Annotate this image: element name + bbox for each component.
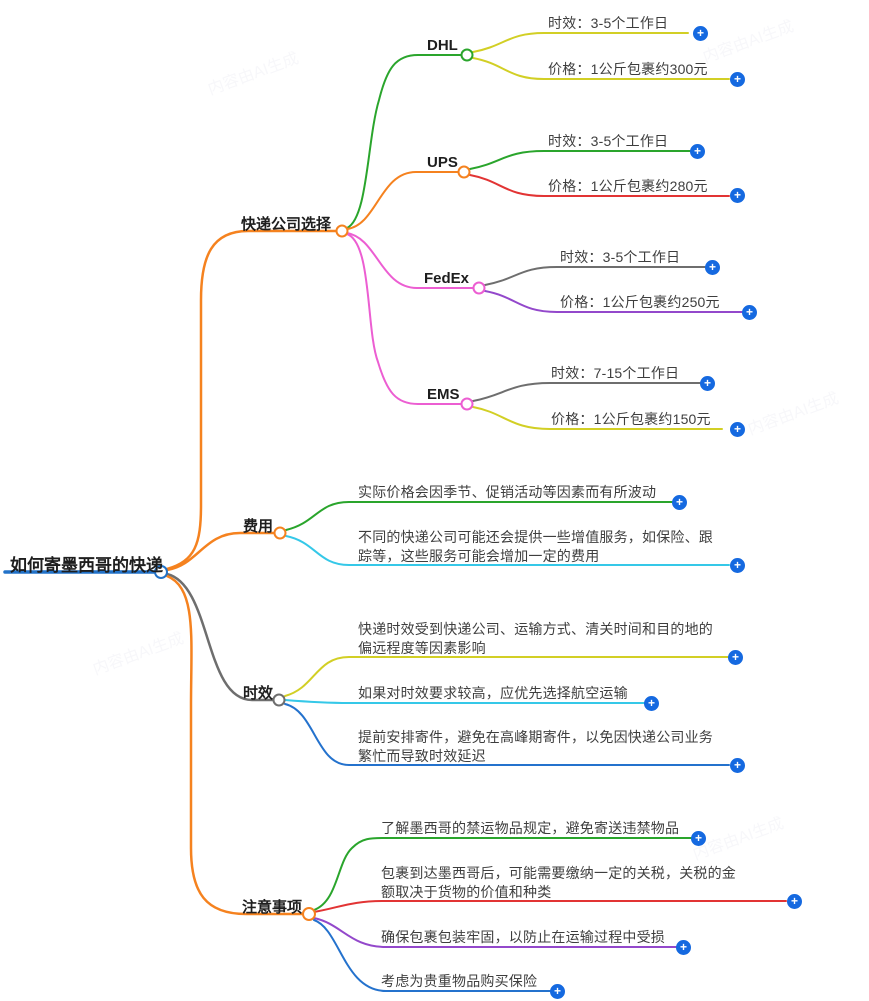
edge-root-company [165, 229, 338, 571]
edge-company-ups [346, 171, 459, 230]
branch-fee[interactable]: 费用 [243, 518, 274, 535]
collapse-toggle-fedex[interactable] [472, 281, 486, 295]
edge-root-fee [165, 531, 276, 572]
leaf-fedex-price[interactable]: 价格：1公斤包裹约250元 [560, 294, 720, 310]
plus-icon[interactable]: + [693, 26, 708, 41]
branch-company[interactable]: 快递公司选择 [241, 216, 332, 233]
plus-icon[interactable]: + [730, 72, 745, 87]
branch-time[interactable]: 时效 [243, 685, 274, 702]
plus-icon[interactable]: + [742, 305, 757, 320]
leaf-note-3[interactable]: 考虑为贵重物品购买保险 [381, 973, 538, 989]
plus-icon[interactable]: + [700, 376, 715, 391]
leaf-dhl-timeliness[interactable]: 时效：3-5个工作日 [548, 15, 669, 31]
node-ems[interactable]: EMS [427, 386, 460, 403]
leaf-time-2[interactable]: 提前安排寄件，避免在高峰期寄件，以免因快递公司业务繁忙而导致时效延迟 [358, 729, 713, 764]
plus-icon[interactable]: + [730, 558, 745, 573]
edge-fedex-timeliness [484, 266, 706, 286]
edge-time-leaf-0 [284, 656, 729, 697]
collapse-toggle-time[interactable] [272, 693, 286, 707]
collapse-toggle-dhl[interactable] [460, 48, 474, 62]
edge-root-time [165, 572, 275, 702]
edge-time-leaf-1 [284, 699, 645, 704]
edge-fedex-price [484, 290, 743, 313]
edge-dhl-price [472, 57, 730, 80]
edge-ups-price [469, 174, 730, 197]
plus-icon[interactable]: + [730, 758, 745, 773]
edge-note-leaf-3 [313, 919, 551, 992]
leaf-time-1[interactable]: 如果对时效要求较高，应优先选择航空运输 [358, 685, 628, 701]
edge-ems-timeliness [472, 382, 701, 402]
edge-time-leaf-2 [284, 703, 730, 766]
plus-icon[interactable]: + [730, 188, 745, 203]
leaf-ems-timeliness[interactable]: 时效：7-15个工作日 [551, 365, 680, 381]
edge-ems-price [472, 406, 723, 430]
edge-note-leaf-2 [313, 917, 677, 948]
edge-fee-leaf-1 [285, 535, 730, 566]
plus-icon[interactable]: + [728, 650, 743, 665]
plus-icon[interactable]: + [787, 894, 802, 909]
edge-company-ems [346, 233, 462, 405]
node-fedex[interactable]: FedEx [424, 270, 470, 287]
plus-icon[interactable]: + [691, 831, 706, 846]
leaf-fee-1[interactable]: 不同的快递公司可能还会提供一些增值服务，如保险、跟踪等，这些服务可能会增加一定的… [358, 529, 713, 564]
leaf-ems-price[interactable]: 价格：1公斤包裹约150元 [551, 411, 711, 427]
collapse-toggle-note[interactable] [302, 907, 316, 921]
plus-icon[interactable]: + [690, 144, 705, 159]
edge-company-dhl [346, 54, 462, 229]
leaf-time-0[interactable]: 快递时效受到快递公司、运输方式、清关时间和目的地的偏远程度等因素影响 [358, 621, 713, 656]
plus-icon[interactable]: + [644, 696, 659, 711]
leaf-fedex-timeliness[interactable]: 时效：3-5个工作日 [560, 249, 681, 265]
collapse-toggle-root[interactable] [154, 565, 168, 579]
leaf-ups-timeliness[interactable]: 时效：3-5个工作日 [548, 133, 669, 149]
root-topic[interactable]: 如何寄墨西哥的快递 [10, 556, 163, 575]
plus-icon[interactable]: + [550, 984, 565, 999]
branch-note[interactable]: 注意事项 [242, 899, 303, 916]
edge-root-note [165, 574, 305, 916]
collapse-toggle-fee[interactable] [273, 526, 287, 540]
plus-icon[interactable]: + [705, 260, 720, 275]
collapse-toggle-company[interactable] [335, 224, 349, 238]
edge-ups-timeliness [469, 150, 691, 170]
edge-fee-leaf-0 [285, 501, 673, 531]
collapse-toggle-ups[interactable] [457, 165, 471, 179]
edge-company-fedex [346, 232, 474, 289]
plus-icon[interactable]: + [672, 495, 687, 510]
edge-note-leaf-1 [313, 900, 787, 913]
leaf-fee-0[interactable]: 实际价格会因季节、促销活动等因素而有所波动 [358, 484, 657, 500]
edge-note-leaf-0 [313, 837, 692, 911]
leaf-note-1[interactable]: 包裹到达墨西哥后，可能需要缴纳一定的关税，关税的金额取决于货物的价值和种类 [381, 865, 736, 900]
collapse-toggle-ems[interactable] [460, 397, 474, 411]
leaf-note-0[interactable]: 了解墨西哥的禁运物品规定，避免寄送违禁物品 [381, 820, 680, 836]
node-ups[interactable]: UPS [427, 154, 458, 171]
node-dhl[interactable]: DHL [427, 37, 458, 54]
leaf-note-2[interactable]: 确保包裹包装牢固，以防止在运输过程中受损 [381, 929, 665, 945]
plus-icon[interactable]: + [730, 422, 745, 437]
edge-dhl-timeliness [472, 32, 689, 53]
leaf-ups-price[interactable]: 价格：1公斤包裹约280元 [548, 178, 708, 194]
plus-icon[interactable]: + [676, 940, 691, 955]
leaf-dhl-price[interactable]: 价格：1公斤包裹约300元 [548, 61, 708, 77]
